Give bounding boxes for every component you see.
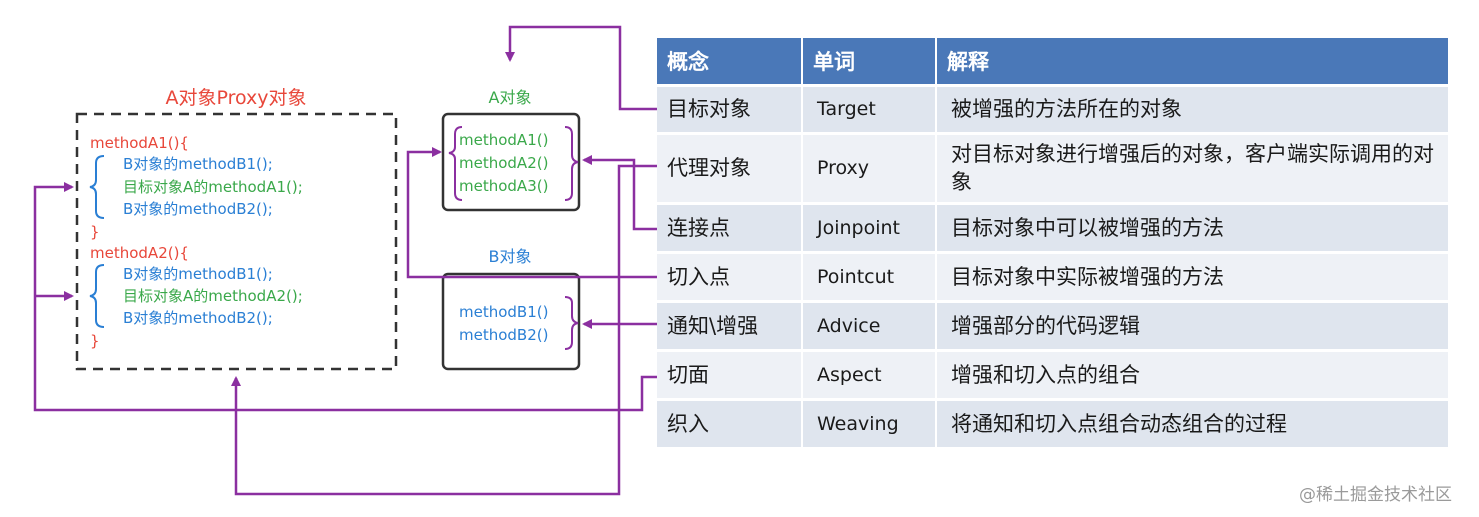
aop-concept-table: 概念 单词 解释 目标对象 Target 被增强的方法所在的对象 代理对象 Pr…	[657, 38, 1450, 450]
cell-explanation: 被增强的方法所在的对象	[936, 85, 1450, 135]
arrow-pointcut-to-method-a1	[406, 147, 657, 279]
arrow-proxy-to-proxy-object	[231, 164, 657, 496]
table-row: 目标对象 Target 被增强的方法所在的对象	[657, 85, 1450, 135]
method-a1-close: }	[90, 223, 100, 241]
cell-concept: 目标对象	[657, 85, 803, 135]
method-a2-close: }	[90, 332, 100, 350]
arrow-target-to-object-a	[505, 25, 657, 111]
table-row: 切面 Aspect 增强和切入点的组合	[657, 350, 1450, 401]
cell-concept: 代理对象	[657, 133, 803, 205]
object-b-box	[441, 272, 581, 371]
object-a-method-3: methodA3()	[459, 177, 548, 195]
cell-concept: 织入	[657, 399, 803, 450]
method-a1-brace	[89, 155, 105, 219]
header-concept: 概念	[657, 38, 803, 87]
proxy-object-title: A对象Proxy对象	[165, 87, 306, 109]
table-row: 通知\增强 Advice 增强部分的代码逻辑	[657, 301, 1450, 352]
object-a-left-brace	[448, 126, 463, 201]
cell-word: Weaving	[802, 399, 937, 450]
method-a1-line-2: 目标对象A的methodA1();	[123, 178, 303, 196]
cell-explanation: 将通知和切入点组合动态组合的过程	[936, 399, 1450, 450]
cell-concept: 通知\增强	[657, 301, 803, 352]
object-b-method-2: methodB2()	[459, 326, 548, 344]
cell-word: Aspect	[802, 350, 937, 401]
object-a-right-brace	[564, 126, 579, 201]
cell-explanation: 目标对象中可以被增强的方法	[936, 203, 1450, 254]
object-b-right-brace	[564, 296, 579, 350]
object-b-method-1: methodB1()	[459, 303, 548, 321]
table-row: 切入点 Pointcut 目标对象中实际被增强的方法	[657, 252, 1450, 303]
cell-word: Target	[802, 85, 937, 135]
table-row: 连接点 Joinpoint 目标对象中可以被增强的方法	[657, 203, 1450, 254]
method-a2-line-1: B对象的methodB1();	[123, 265, 273, 283]
cell-word: Proxy	[802, 133, 937, 205]
object-a-method-1: methodA1()	[459, 131, 548, 149]
table-header-row: 概念 单词 解释	[657, 38, 1450, 87]
header-word: 单词	[802, 38, 937, 87]
cell-explanation: 增强部分的代码逻辑	[936, 301, 1450, 352]
method-a2-line-2: 目标对象A的methodA2();	[123, 287, 303, 305]
method-a2-header: methodA2(){	[90, 244, 189, 262]
object-a-title: A对象	[489, 88, 532, 107]
object-b-title: B对象	[489, 247, 532, 266]
cell-explanation: 目标对象中实际被增强的方法	[936, 252, 1450, 303]
table-row: 织入 Weaving 将通知和切入点组合动态组合的过程	[657, 399, 1450, 450]
method-a2-line-3: B对象的methodB2();	[123, 309, 273, 327]
cell-word: Advice	[802, 301, 937, 352]
watermark: @稀土掘金技术社区	[1299, 485, 1452, 505]
method-a1-line-3: B对象的methodB2();	[123, 200, 273, 218]
proxy-object-box	[75, 112, 398, 371]
cell-concept: 连接点	[657, 203, 803, 254]
cell-explanation: 增强和切入点的组合	[936, 350, 1450, 401]
method-a1-line-1: B对象的methodB1();	[123, 155, 273, 173]
cell-word: Joinpoint	[802, 203, 937, 254]
arrow-joinpoint-to-object-a	[582, 155, 657, 231]
method-a1-header: methodA1(){	[90, 134, 189, 152]
object-a-method-2: methodA2()	[459, 154, 548, 172]
header-explanation: 解释	[936, 38, 1450, 87]
cell-word: Pointcut	[802, 252, 937, 303]
arrow-aspect-to-proxy-methods	[33, 182, 657, 412]
object-a-box	[441, 112, 581, 212]
cell-explanation: 对目标对象进行增强后的对象，客户端实际调用的对象	[936, 133, 1450, 205]
cell-concept: 切面	[657, 350, 803, 401]
method-a2-brace	[89, 264, 105, 328]
cell-concept: 切入点	[657, 252, 803, 303]
table-row: 代理对象 Proxy 对目标对象进行增强后的对象，客户端实际调用的对象	[657, 133, 1450, 205]
